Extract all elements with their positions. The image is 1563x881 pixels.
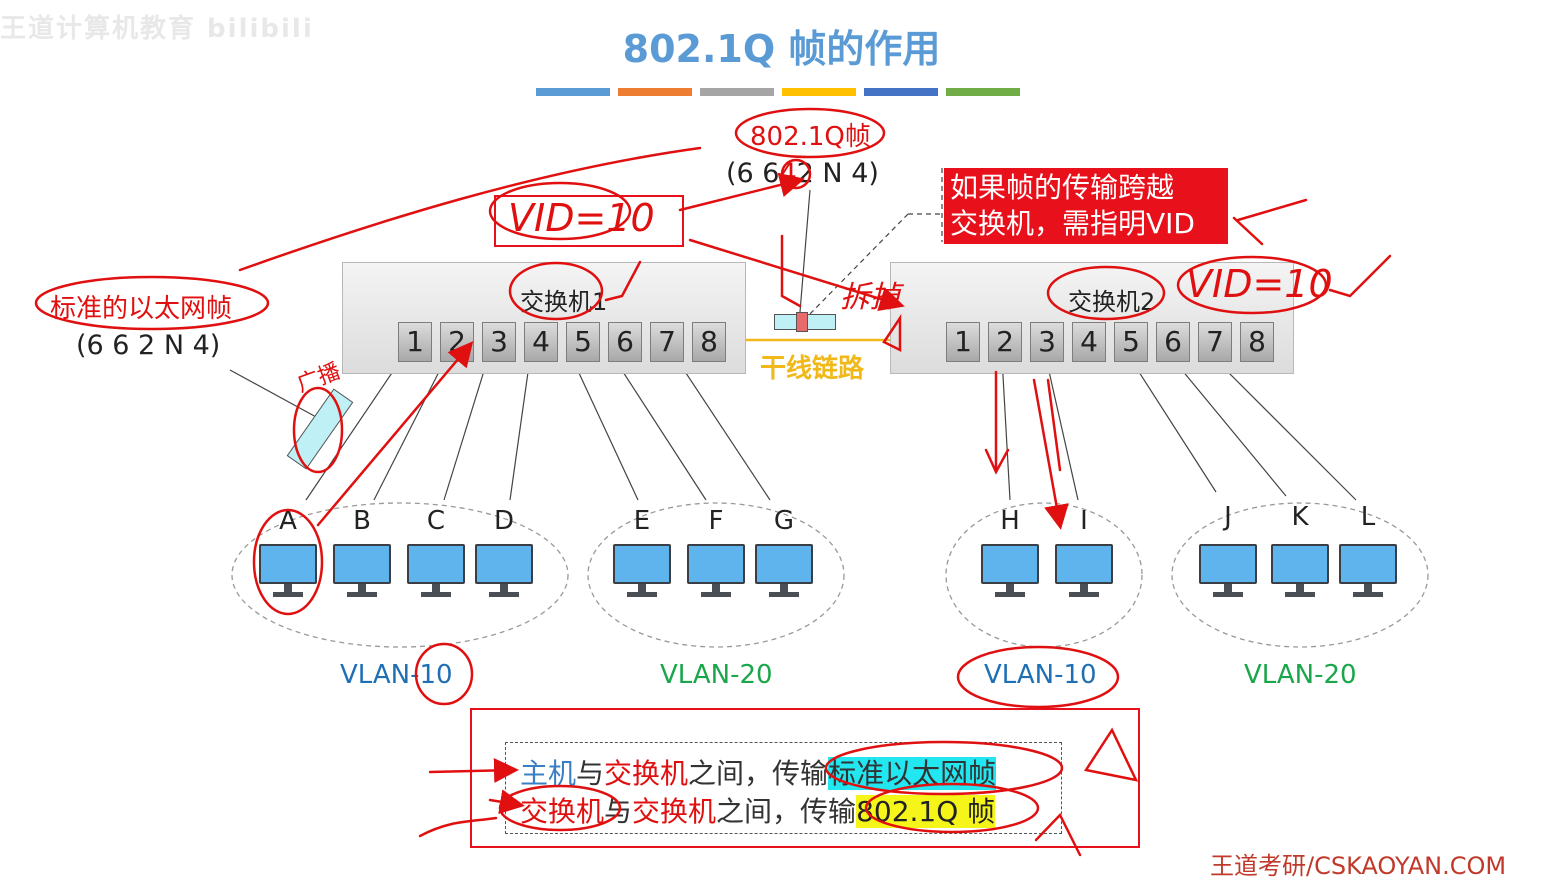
switch-port: 3	[1030, 322, 1064, 362]
standard-frame-highlight: 标准以太网帧	[828, 757, 997, 790]
switch-port: 1	[398, 322, 432, 362]
switch-port: 3	[482, 322, 516, 362]
switch-port: 6	[608, 322, 642, 362]
computer-icon	[613, 544, 671, 604]
vlan-label-3: VLAN-10	[984, 660, 1097, 690]
format-part-3: 2 N 4)	[796, 158, 879, 189]
vid-note: VID=10	[508, 196, 655, 240]
host-label: I	[1080, 506, 1088, 536]
host-label: H	[1000, 506, 1020, 536]
computer-icon	[333, 544, 391, 604]
watermark: 王道计算机教育 bilibili	[0, 14, 314, 44]
host-text: 主机	[520, 757, 577, 790]
trunk-label: 干线链路	[760, 354, 865, 384]
vid-requirement-note: 如果帧的传输跨越 交换机，需指明VID	[944, 168, 1228, 244]
note-line-2: 交换机，需指明VID	[950, 207, 1195, 240]
host-label: K	[1291, 502, 1309, 532]
host-label: J	[1224, 502, 1232, 532]
page-title: 802.1Q 帧的作用	[622, 27, 941, 71]
switch-port: 7	[650, 322, 684, 362]
and-text: 与	[576, 757, 605, 790]
title-stripe	[782, 88, 856, 96]
switch-port: 5	[1114, 322, 1148, 362]
computer-icon	[1199, 544, 1257, 604]
format-tag-4: 4	[779, 158, 797, 189]
host-label: L	[1360, 502, 1376, 532]
summary-line-1: 主机与交换机之间，传输标准以太网帧	[520, 752, 997, 792]
switch-1-label: 交换机1	[520, 288, 608, 316]
title-stripe	[700, 88, 774, 96]
title-stripe	[536, 88, 610, 96]
switch-port: 7	[1198, 322, 1232, 362]
host-label: C	[426, 506, 446, 536]
computer-icon	[755, 544, 813, 604]
note-line-1: 如果帧的传输跨越	[950, 171, 1175, 204]
host-label: E	[633, 506, 651, 536]
and-text-2: 与	[604, 795, 633, 828]
switch-port: 8	[1240, 322, 1274, 362]
title-stripe	[618, 88, 692, 96]
standard-frame-label: 标准的以太网帧	[50, 294, 233, 324]
8021q-frame-highlight: 802.1Q 帧	[856, 795, 996, 828]
summary-box	[470, 708, 1140, 848]
vlan-label-4: VLAN-20	[1244, 660, 1357, 690]
frame-8021q-format: (6 642 N 4)	[726, 158, 879, 189]
title-stripe	[946, 88, 1020, 96]
standard-frame-format: (6 6 2 N 4)	[76, 330, 221, 361]
between-text-2: 之间，传输	[716, 795, 857, 828]
frame-8021q-label: 802.1Q帧	[750, 122, 871, 152]
footer-brand: 王道考研/CSKAOYAN.COM	[1210, 852, 1507, 880]
switch-text-b: 交换机	[632, 795, 717, 828]
switch-text: 交换机	[604, 757, 689, 790]
computer-icon	[981, 544, 1039, 604]
computer-icon	[687, 544, 745, 604]
vid-note-right: VID=10	[1186, 262, 1333, 306]
unpack-note: 拆掉	[840, 280, 900, 315]
computer-icon	[259, 544, 317, 604]
computer-icon	[475, 544, 533, 604]
host-label: D	[493, 506, 515, 536]
host-label: B	[353, 506, 371, 536]
switch-port: 8	[692, 322, 726, 362]
switch-2-label: 交换机2	[1068, 288, 1156, 316]
host-label: F	[708, 506, 724, 536]
switch-port: 5	[566, 322, 600, 362]
title-stripe	[864, 88, 938, 96]
switch-port: 6	[1156, 322, 1190, 362]
switch-port: 4	[524, 322, 558, 362]
switch-text-a: 交换机	[520, 795, 605, 828]
format-part-1: (6 6	[726, 158, 780, 189]
computer-icon	[1055, 544, 1113, 604]
host-label: G	[773, 506, 795, 536]
vlan-label-1: VLAN-10	[340, 660, 453, 690]
switch-port: 4	[1072, 322, 1106, 362]
switch-port: 1	[946, 322, 980, 362]
vid-tag-segment	[796, 312, 808, 332]
host-label: A	[279, 506, 297, 536]
computer-icon	[1271, 544, 1329, 604]
switch-port: 2	[440, 322, 474, 362]
vlan-label-2: VLAN-20	[660, 660, 773, 690]
switch-port: 2	[988, 322, 1022, 362]
computer-icon	[1339, 544, 1397, 604]
computer-icon	[407, 544, 465, 604]
between-text: 之间，传输	[688, 757, 829, 790]
summary-line-2: 交换机与交换机之间，传输802.1Q 帧	[520, 790, 996, 830]
